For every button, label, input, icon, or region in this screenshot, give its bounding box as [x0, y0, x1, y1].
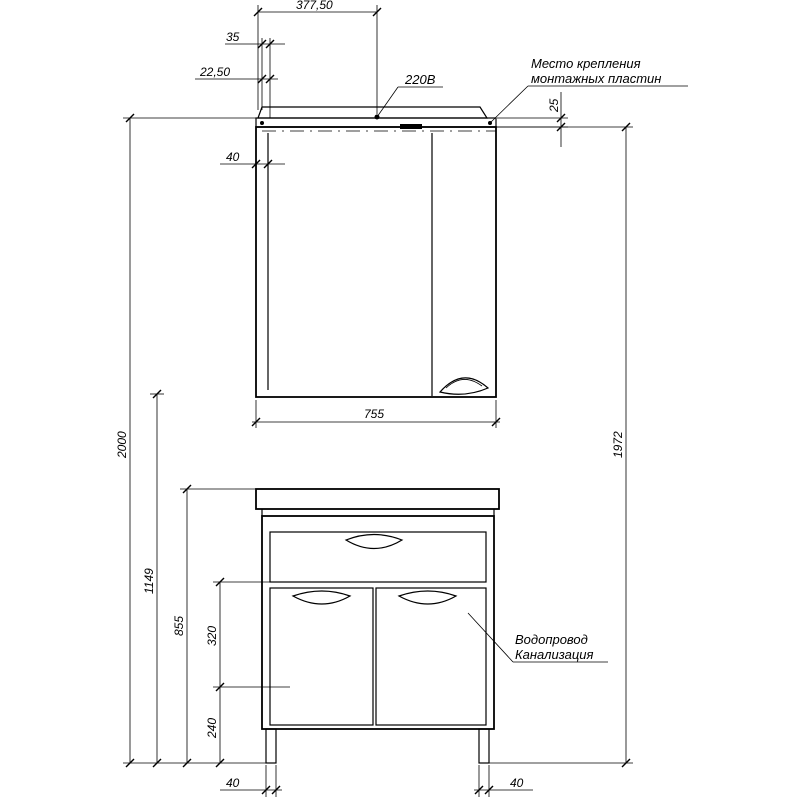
dim-35-label: 35: [226, 30, 240, 44]
dim-40-cabinet-label: 40: [226, 150, 240, 164]
mount-screw-left: [260, 121, 264, 125]
dim-25-label: 25: [547, 98, 561, 113]
cabinet-handle: [438, 377, 490, 395]
leg-right: [478, 728, 490, 764]
dim-1149-label: 1149: [142, 568, 156, 594]
dim-240-label: 240: [205, 718, 219, 739]
mount-rail: [255, 117, 497, 128]
dimension-ticks: [125, 7, 631, 795]
vanity-door-right: [375, 587, 487, 726]
dim-40-left-label: 40: [226, 776, 240, 790]
cabinet-handle-inner: [445, 379, 483, 389]
dim-855-label: 855: [172, 616, 186, 636]
washbasin-top: [255, 488, 500, 510]
dim-377-label: 377,50: [296, 0, 333, 12]
dim-40-right-label: 40: [510, 776, 524, 790]
water-label-2: Канализация: [515, 647, 593, 662]
vanity-door-left: [269, 587, 374, 726]
door-handle-right: [397, 590, 458, 605]
door-handle-left: [291, 590, 352, 605]
dim-320-label: 320: [205, 626, 219, 646]
dim-2000-label: 2000: [115, 431, 129, 459]
mirror-cabinet: [255, 106, 497, 398]
dim-755-label: 755: [364, 407, 384, 421]
dim-22-50-label: 22,50: [199, 65, 230, 79]
dimension-lines: [123, 5, 688, 797]
leg-left: [265, 728, 277, 764]
mount-plates-label-2: монтажных пластин: [531, 71, 661, 86]
vanity-drawer: [269, 531, 487, 583]
water-label-1: Водопровод: [515, 632, 588, 647]
cabinet-top-shelf: [257, 106, 489, 119]
vanity-unit: [255, 488, 500, 764]
cabinet-body: [255, 126, 497, 398]
dim-1972-label: 1972: [611, 431, 625, 458]
drawer-handle: [344, 533, 404, 550]
mount-plates-label-1: Место крепления: [531, 56, 641, 71]
power-label: 220В: [404, 72, 436, 87]
